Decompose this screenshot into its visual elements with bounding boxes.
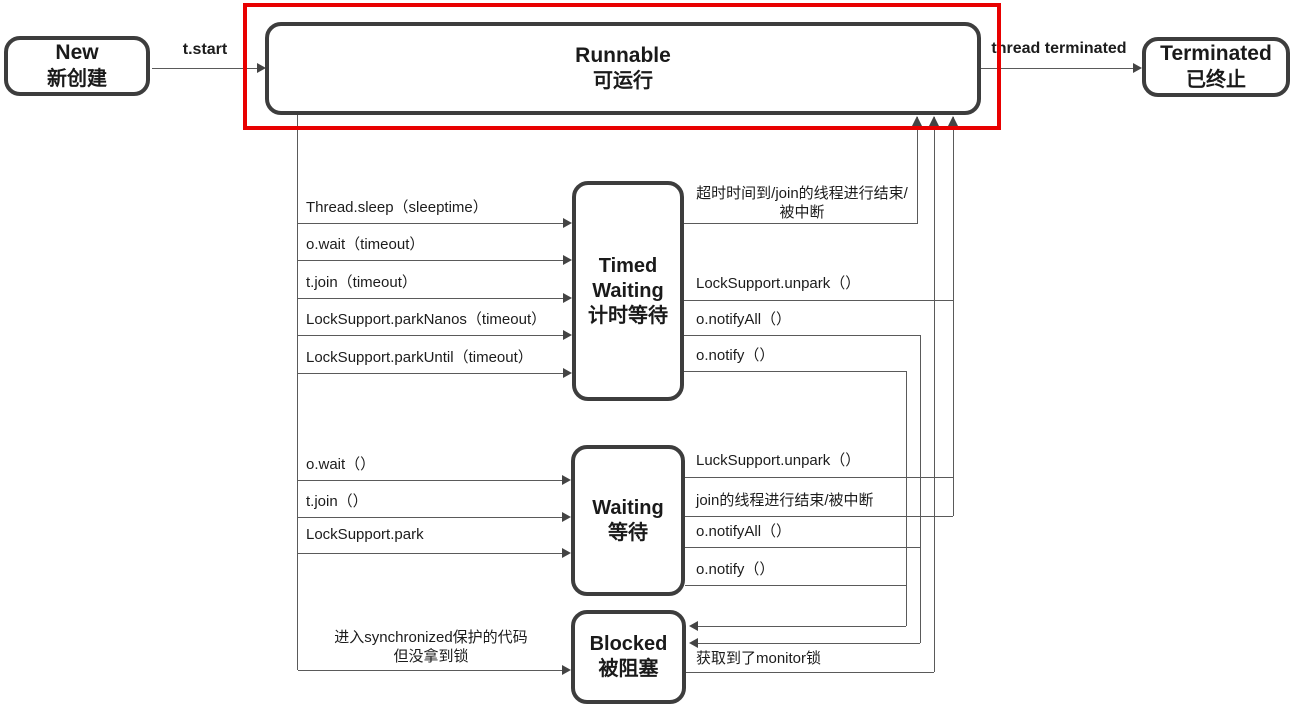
edge-w-notifyall-label: o.notifyAll（） <box>696 523 792 540</box>
edge-parknanos-line <box>298 335 563 336</box>
edge-tw-timeout-label-line2: 被中断 <box>779 204 825 221</box>
unpark-collector-vline <box>953 117 954 516</box>
edge-tw-unpark-line <box>684 300 953 301</box>
state-new-title: New <box>55 41 99 65</box>
state-waiting: Waiting 等待 <box>571 445 685 596</box>
edge-runnable-terminated-label: thread terminated <box>991 40 1127 57</box>
edge-owait-line <box>298 480 562 481</box>
edge-w-unpark-line <box>685 477 953 478</box>
edge-sleep-line <box>298 223 563 224</box>
edge-synchronized-arrowhead <box>562 665 571 675</box>
edge-owait-timeout-arrowhead <box>563 255 572 265</box>
edge-owait-timeout-line <box>298 260 563 261</box>
edge-runnable-terminated-arrowhead <box>1133 63 1142 73</box>
edge-parknanos-label: LockSupport.parkNanos（timeout） <box>306 311 547 328</box>
edge-owait-timeout-label: o.wait（timeout） <box>306 236 425 253</box>
state-blocked-title: Blocked <box>589 633 668 655</box>
edge-w-unpark-label: LuckSupport.unpark（） <box>696 452 861 469</box>
unpark-collector-arrowhead <box>948 116 958 126</box>
edge-sleep-arrowhead <box>563 218 572 228</box>
edge-w-notifyall-line <box>685 547 920 548</box>
edge-tw-timeout-line <box>684 223 917 224</box>
edge-tjoin-timeout-label: t.join（timeout） <box>306 274 417 291</box>
edge-w-notify-label: o.notify（） <box>696 561 775 578</box>
monitor-lock-vline <box>934 117 935 672</box>
edge-park-arrowhead <box>562 548 571 558</box>
state-waiting-subtitle: 等待 <box>608 521 648 544</box>
edge-sleep-label: Thread.sleep（sleeptime） <box>306 199 488 216</box>
edge-tw-timeout-label: 超时时间到/join的线程进行结束/ 被中断 <box>686 184 918 222</box>
edge-w-notify-line <box>685 585 906 586</box>
runnable-left-trunk-line <box>297 115 298 670</box>
state-timed-waiting: Timed Waiting 计时等待 <box>572 181 684 401</box>
notifyall-collector-vline <box>920 335 921 643</box>
edge-notifyall-into-blocked-arrowhead <box>689 638 698 648</box>
state-runnable: Runnable 可运行 <box>265 22 981 115</box>
edge-tjoin-timeout-line <box>298 298 563 299</box>
edge-monitor-lock-label: 获取到了monitor锁 <box>696 650 822 667</box>
edge-tw-notifyall-label: o.notifyAll（） <box>696 311 792 328</box>
edge-parkuntil-label: LockSupport.parkUntil（timeout） <box>306 349 533 366</box>
state-new: New 新创建 <box>4 36 150 96</box>
edge-tjoin-label: t.join（） <box>306 493 368 510</box>
state-terminated: Terminated 已终止 <box>1142 37 1290 97</box>
edge-parknanos-arrowhead <box>563 330 572 340</box>
edge-park-label: LockSupport.park <box>306 526 424 543</box>
edge-notify-into-blocked-arrowhead <box>689 621 698 631</box>
edge-synchronized-label-line1: 进入synchronized保护的代码 <box>334 629 528 646</box>
edge-tw-timeout-arrowhead <box>912 116 922 126</box>
edge-new-runnable-arrowhead <box>257 63 266 73</box>
state-terminated-subtitle: 已终止 <box>1186 68 1246 91</box>
edge-owait-label: o.wait（） <box>306 456 376 473</box>
edge-tjoin-line <box>298 517 562 518</box>
edge-runnable-terminated-line <box>981 68 1133 69</box>
state-blocked: Blocked 被阻塞 <box>571 610 686 704</box>
edge-park-line <box>298 553 562 554</box>
edge-synchronized-label-line2: 但没拿到锁 <box>393 648 469 665</box>
state-timed-waiting-subtitle: 计时等待 <box>588 304 668 327</box>
edge-w-join-line <box>685 516 953 517</box>
monitor-lock-arrowhead <box>929 116 939 126</box>
edge-owait-arrowhead <box>562 475 571 485</box>
edge-w-join-label: join的线程进行结束/被中断 <box>696 492 874 509</box>
state-terminated-title: Terminated <box>1160 42 1272 66</box>
edge-notify-into-blocked-line <box>698 626 906 627</box>
state-blocked-subtitle: 被阻塞 <box>598 658 659 680</box>
state-timed-waiting-title: Timed Waiting <box>592 254 664 302</box>
edge-parkuntil-line <box>298 373 563 374</box>
edge-tw-notify-label: o.notify（） <box>696 347 775 364</box>
state-waiting-title: Waiting <box>592 496 664 519</box>
edge-tw-unpark-label: LockSupport.unpark（） <box>696 275 861 292</box>
edge-tjoin-arrowhead <box>562 512 571 522</box>
edge-new-runnable-label: t.start <box>182 41 228 58</box>
edge-tw-timeout-vline <box>917 117 918 224</box>
edge-tw-timeout-label-line1: 超时时间到/join的线程进行结束/ <box>696 185 908 202</box>
edge-notifyall-into-blocked-line <box>698 643 920 644</box>
edge-synchronized-line <box>298 670 562 671</box>
edge-tw-notifyall-line <box>684 335 920 336</box>
edge-synchronized-label: 进入synchronized保护的代码 但没拿到锁 <box>300 628 562 666</box>
edge-parkuntil-arrowhead <box>563 368 572 378</box>
edge-tjoin-timeout-arrowhead <box>563 293 572 303</box>
edge-tw-notify-line <box>684 371 906 372</box>
edge-new-runnable-line <box>152 68 257 69</box>
state-runnable-title: Runnable <box>575 43 671 67</box>
edge-monitor-lock-line <box>686 672 934 673</box>
state-new-subtitle: 新创建 <box>47 67 107 90</box>
state-runnable-subtitle: 可运行 <box>593 70 653 93</box>
notify-collector-vline <box>906 371 907 626</box>
